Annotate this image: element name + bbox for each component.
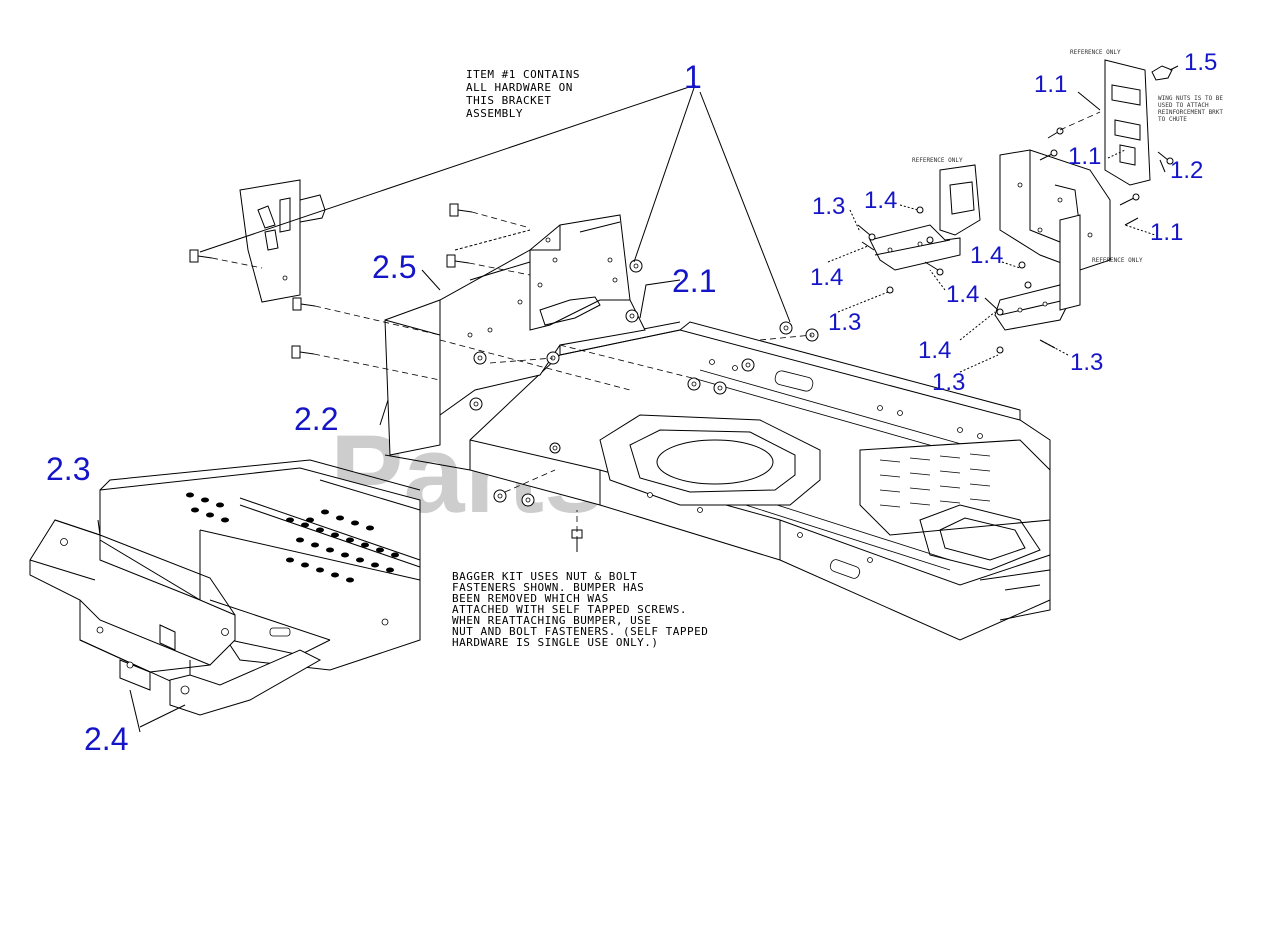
- callout-1-4-center: 1.4: [970, 242, 1003, 269]
- main-bracket: [384, 214, 681, 471]
- callout-1-3-right: 1.3: [1070, 349, 1103, 376]
- callout-2-3: 2.3: [46, 451, 90, 487]
- callout-1-3-mid: 1.3: [828, 309, 861, 336]
- deck-plate: [99, 459, 421, 671]
- note-reference-only-top: REFERENCE ONLY: [1070, 49, 1121, 56]
- callout-1-4-mid: 1.4: [946, 281, 979, 308]
- svg-text:TO CHUTE: TO CHUTE: [1158, 116, 1187, 123]
- callout-2-2: 2.2: [294, 401, 338, 437]
- callout-2-5: 2.5: [372, 249, 416, 285]
- callout-2-4: 2.4: [84, 721, 128, 757]
- callout-1-1-top: 1.1: [1034, 71, 1067, 98]
- callout-1-4-top: 1.4: [864, 187, 897, 214]
- callout-1-5: 1.5: [1184, 49, 1217, 76]
- svg-text:FASTENERS SHOWN. BUMPER HAS: FASTENERS SHOWN. BUMPER HAS: [452, 581, 644, 594]
- svg-text:NUT AND BOLT FASTENERS. (SELF: NUT AND BOLT FASTENERS. (SELF TAPPED: [452, 625, 708, 638]
- tractor-frame: [469, 321, 1051, 641]
- svg-text:ASSEMBLY: ASSEMBLY: [466, 107, 523, 120]
- svg-text:WHEN REATTACHING BUMPER, USE: WHEN REATTACHING BUMPER, USE: [452, 614, 651, 627]
- svg-text:USED TO ATTACH: USED TO ATTACH: [1158, 102, 1209, 109]
- bumper-bracket: [29, 519, 322, 716]
- callout-1-4-left: 1.4: [810, 264, 843, 291]
- note-wing-nuts: WING NUTS IS TO BE USED TO ATTACH REINFO…: [1158, 95, 1223, 123]
- svg-text:BEEN REMOVED WHICH WAS: BEEN REMOVED WHICH WAS: [452, 592, 609, 605]
- alignment-lines: [211, 111, 1101, 552]
- callout-1-3-bottom: 1.3: [932, 369, 965, 396]
- callout-2-1: 2.1: [672, 263, 716, 299]
- callout-1-1-mid: 1.1: [1068, 143, 1101, 170]
- svg-text:ITEM #1 CONTAINS: ITEM #1 CONTAINS: [466, 68, 580, 81]
- hardware: [189, 65, 1174, 552]
- note-bagger-kit: BAGGER KIT USES NUT & BOLT FASTENERS SHO…: [452, 570, 708, 649]
- note-reference-only-mid: REFERENCE ONLY: [912, 157, 963, 164]
- svg-text:ATTACHED WITH SELF TAPPED SCRE: ATTACHED WITH SELF TAPPED SCREWS.: [452, 603, 687, 616]
- callout-1-4-bottom: 1.4: [918, 337, 951, 364]
- svg-text:HARDWARE IS SINGLE USE ONLY.): HARDWARE IS SINGLE USE ONLY.): [452, 636, 659, 649]
- note-reference-only-right: REFERENCE ONLY: [1092, 257, 1143, 264]
- svg-text:BAGGER KIT USES NUT & BOLT: BAGGER KIT USES NUT & BOLT: [452, 570, 637, 583]
- callout-1-2: 1.2: [1170, 157, 1203, 184]
- callout-1-1-right: 1.1: [1150, 219, 1183, 246]
- svg-text:THIS BRACKET: THIS BRACKET: [466, 94, 551, 107]
- right-chute-assembly: [869, 59, 1151, 331]
- note-item1: ITEM #1 CONTAINS ALL HARDWARE ON THIS BR…: [466, 68, 580, 120]
- callout-1: 1: [684, 59, 702, 95]
- svg-text:REINFORCEMENT BRKT: REINFORCEMENT BRKT: [1158, 109, 1223, 116]
- svg-text:ALL HARDWARE ON: ALL HARDWARE ON: [466, 81, 573, 94]
- svg-text:WING NUTS IS TO BE: WING NUTS IS TO BE: [1158, 95, 1223, 102]
- chute-plate-left: [239, 179, 326, 303]
- leader-lines: [97, 65, 1179, 733]
- callout-1-3-top: 1.3: [812, 193, 845, 220]
